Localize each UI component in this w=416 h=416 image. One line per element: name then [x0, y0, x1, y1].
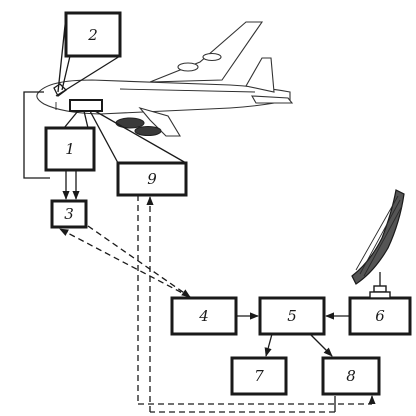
block-3-label: 3 [64, 205, 74, 223]
block-6-label: 6 [375, 307, 385, 325]
block-7-label: 7 [254, 367, 264, 385]
block-6: 6 [348, 296, 412, 336]
connections [59, 170, 376, 413]
onboard-links [23, 91, 187, 179]
block-8: 8 [321, 356, 381, 396]
block-4-label: 4 [198, 307, 209, 325]
block-9: 9 [116, 161, 188, 197]
block-9-label: 9 [147, 170, 157, 188]
block-8-label: 8 [346, 367, 356, 385]
block-1: 1 [44, 126, 96, 172]
sensor-cone [53, 15, 121, 97]
radar-dish-icon [351, 189, 405, 299]
onboard-unit [69, 99, 103, 112]
block-5: 5 [258, 296, 326, 336]
block-5-label: 5 [287, 307, 297, 325]
block-2: 2 [64, 11, 122, 58]
aircraft-icon [36, 21, 294, 137]
block-3: 3 [50, 199, 88, 229]
block-4: 4 [170, 296, 238, 336]
block-1-label: 1 [65, 140, 75, 158]
block-7: 7 [230, 356, 288, 396]
block-2-label: 2 [87, 26, 98, 44]
